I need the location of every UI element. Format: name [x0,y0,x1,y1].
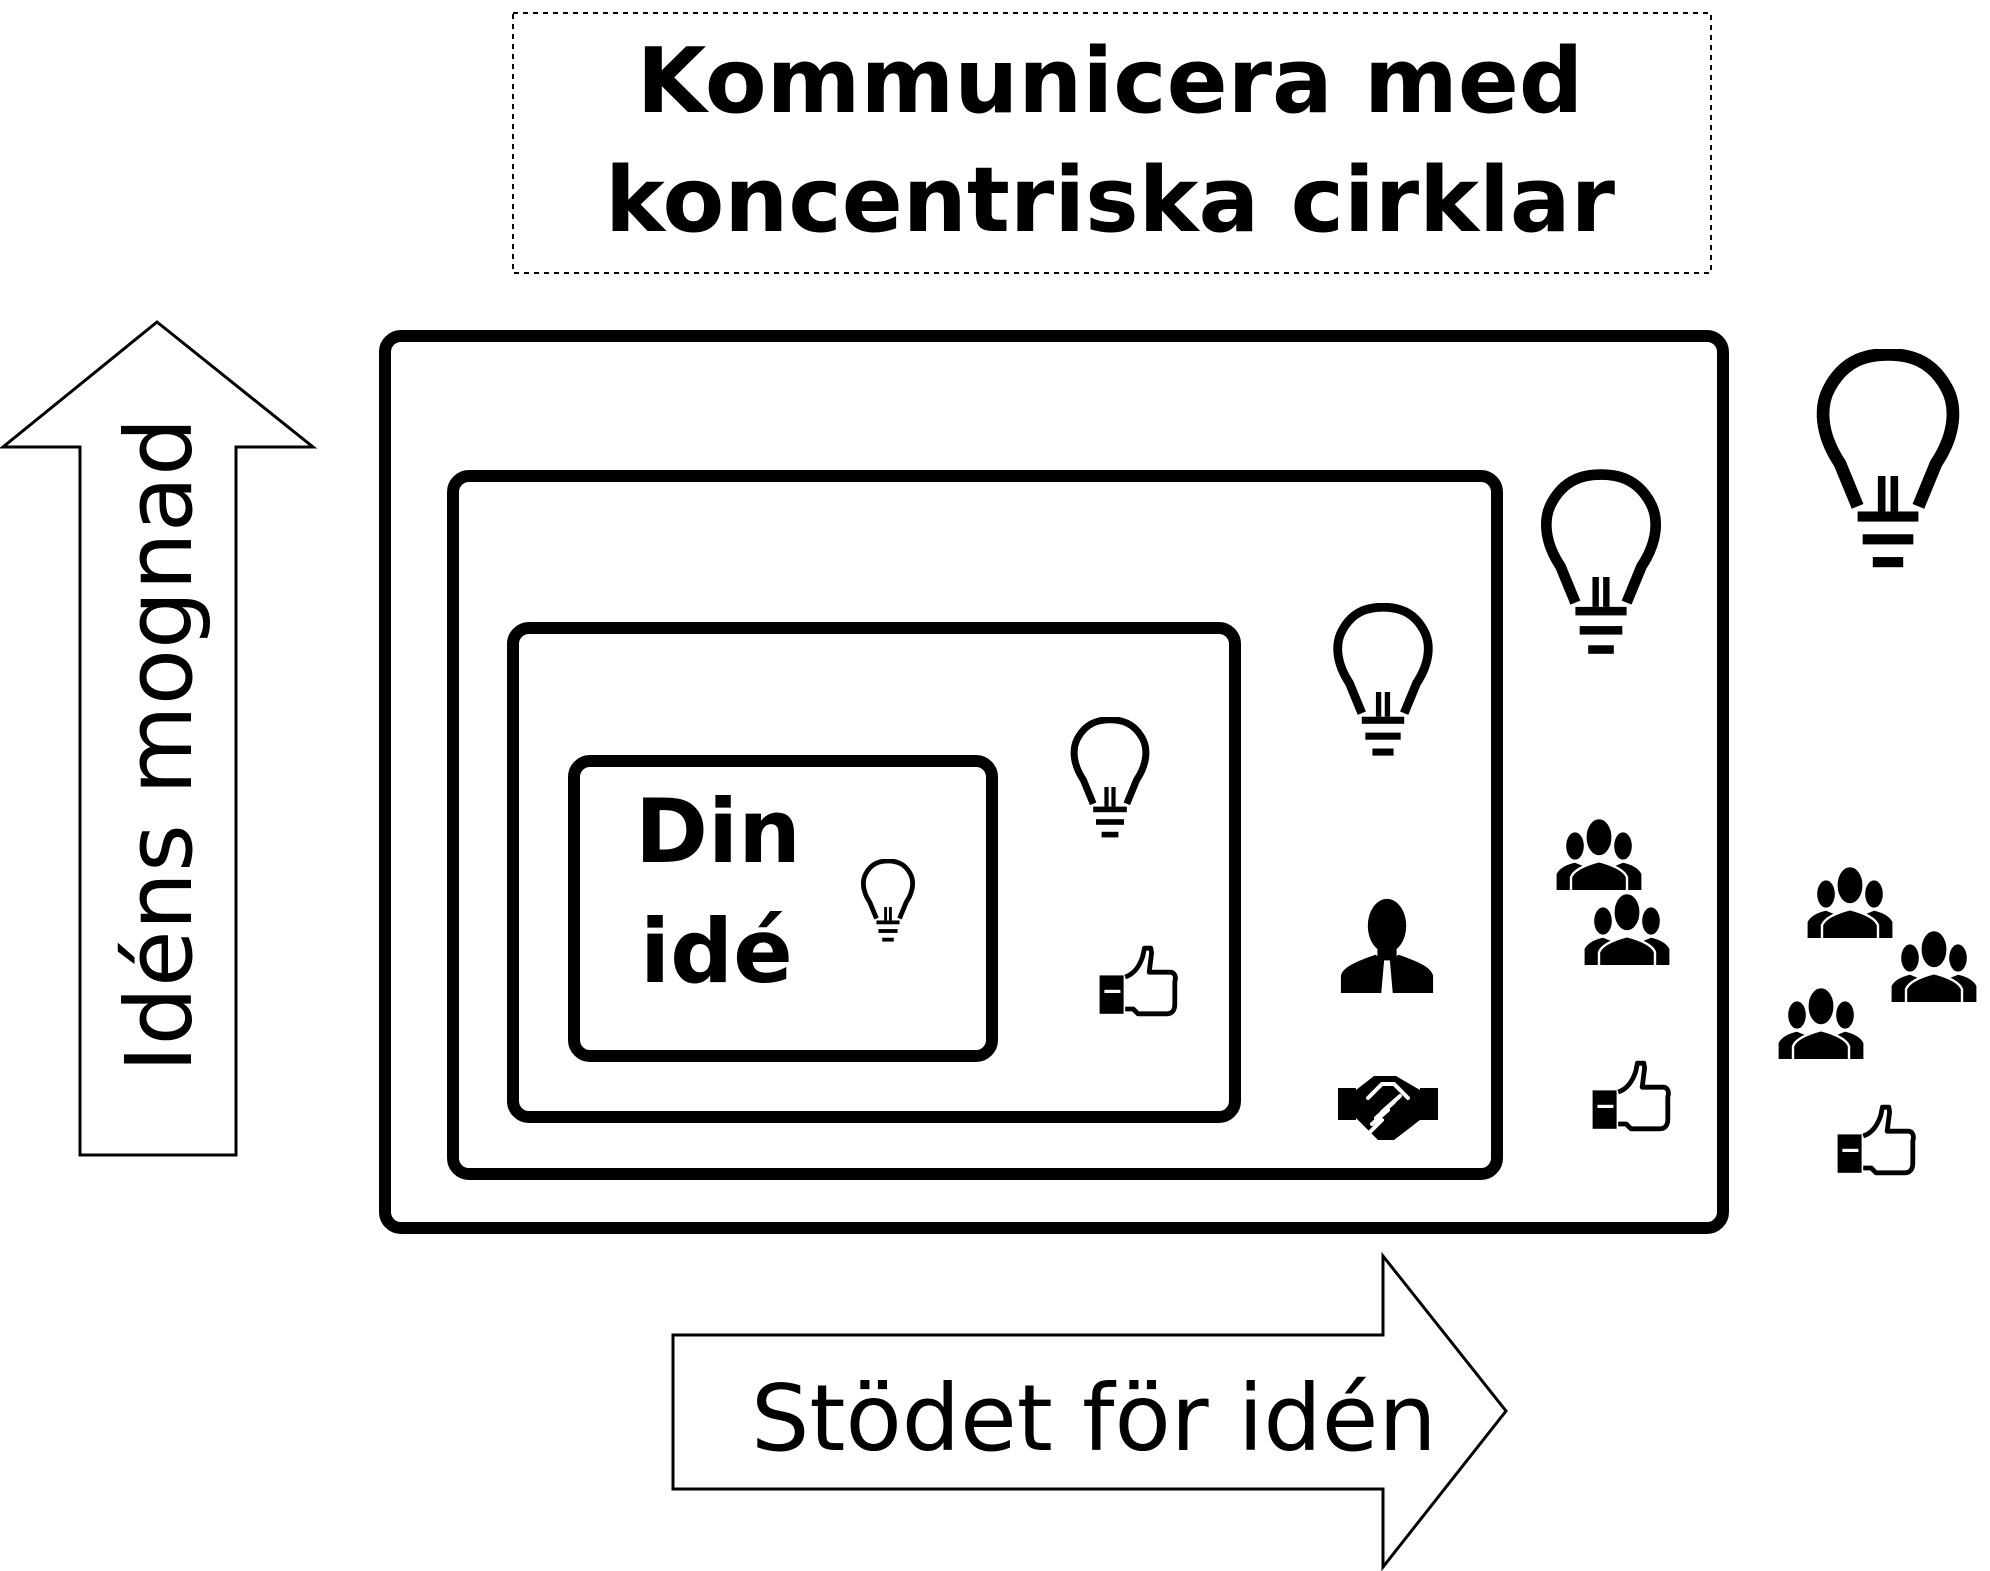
circle-second [507,622,1241,1123]
lightbulb-icon [1338,607,1429,755]
group-icon [1555,818,1643,890]
circle-third [447,470,1503,1180]
group-icon [1583,893,1671,965]
lightbulb-icon [1823,354,1953,567]
vertical-arrow [0,320,318,1157]
vertical-axis-label: Idéns mognad [106,417,213,1072]
title-line-2: koncentriska cirklar [605,148,1616,253]
group-icon [1890,930,1978,1002]
center-label-line-2: idé [640,900,793,1003]
group-icon [1806,866,1894,938]
person-icon [1340,898,1434,993]
thumbs-up-icon [1838,1107,1914,1173]
lightbulb-icon [863,861,912,942]
handshake-icon [1338,1074,1438,1142]
lightbulb-icon [1546,475,1655,654]
circle-outer [379,330,1729,1234]
horizontal-arrow [671,1251,1508,1571]
title-line-1: Kommunicera med [637,29,1584,134]
group-icon [1777,987,1865,1059]
circle-inner [568,755,998,1062]
thumbs-up-icon [1593,1063,1669,1129]
center-label-line-1: Din [635,780,801,883]
thumbs-up-icon [1100,948,1176,1014]
lightbulb-icon [1074,720,1146,838]
horizontal-axis-label: Stödet för idén [751,1365,1437,1472]
